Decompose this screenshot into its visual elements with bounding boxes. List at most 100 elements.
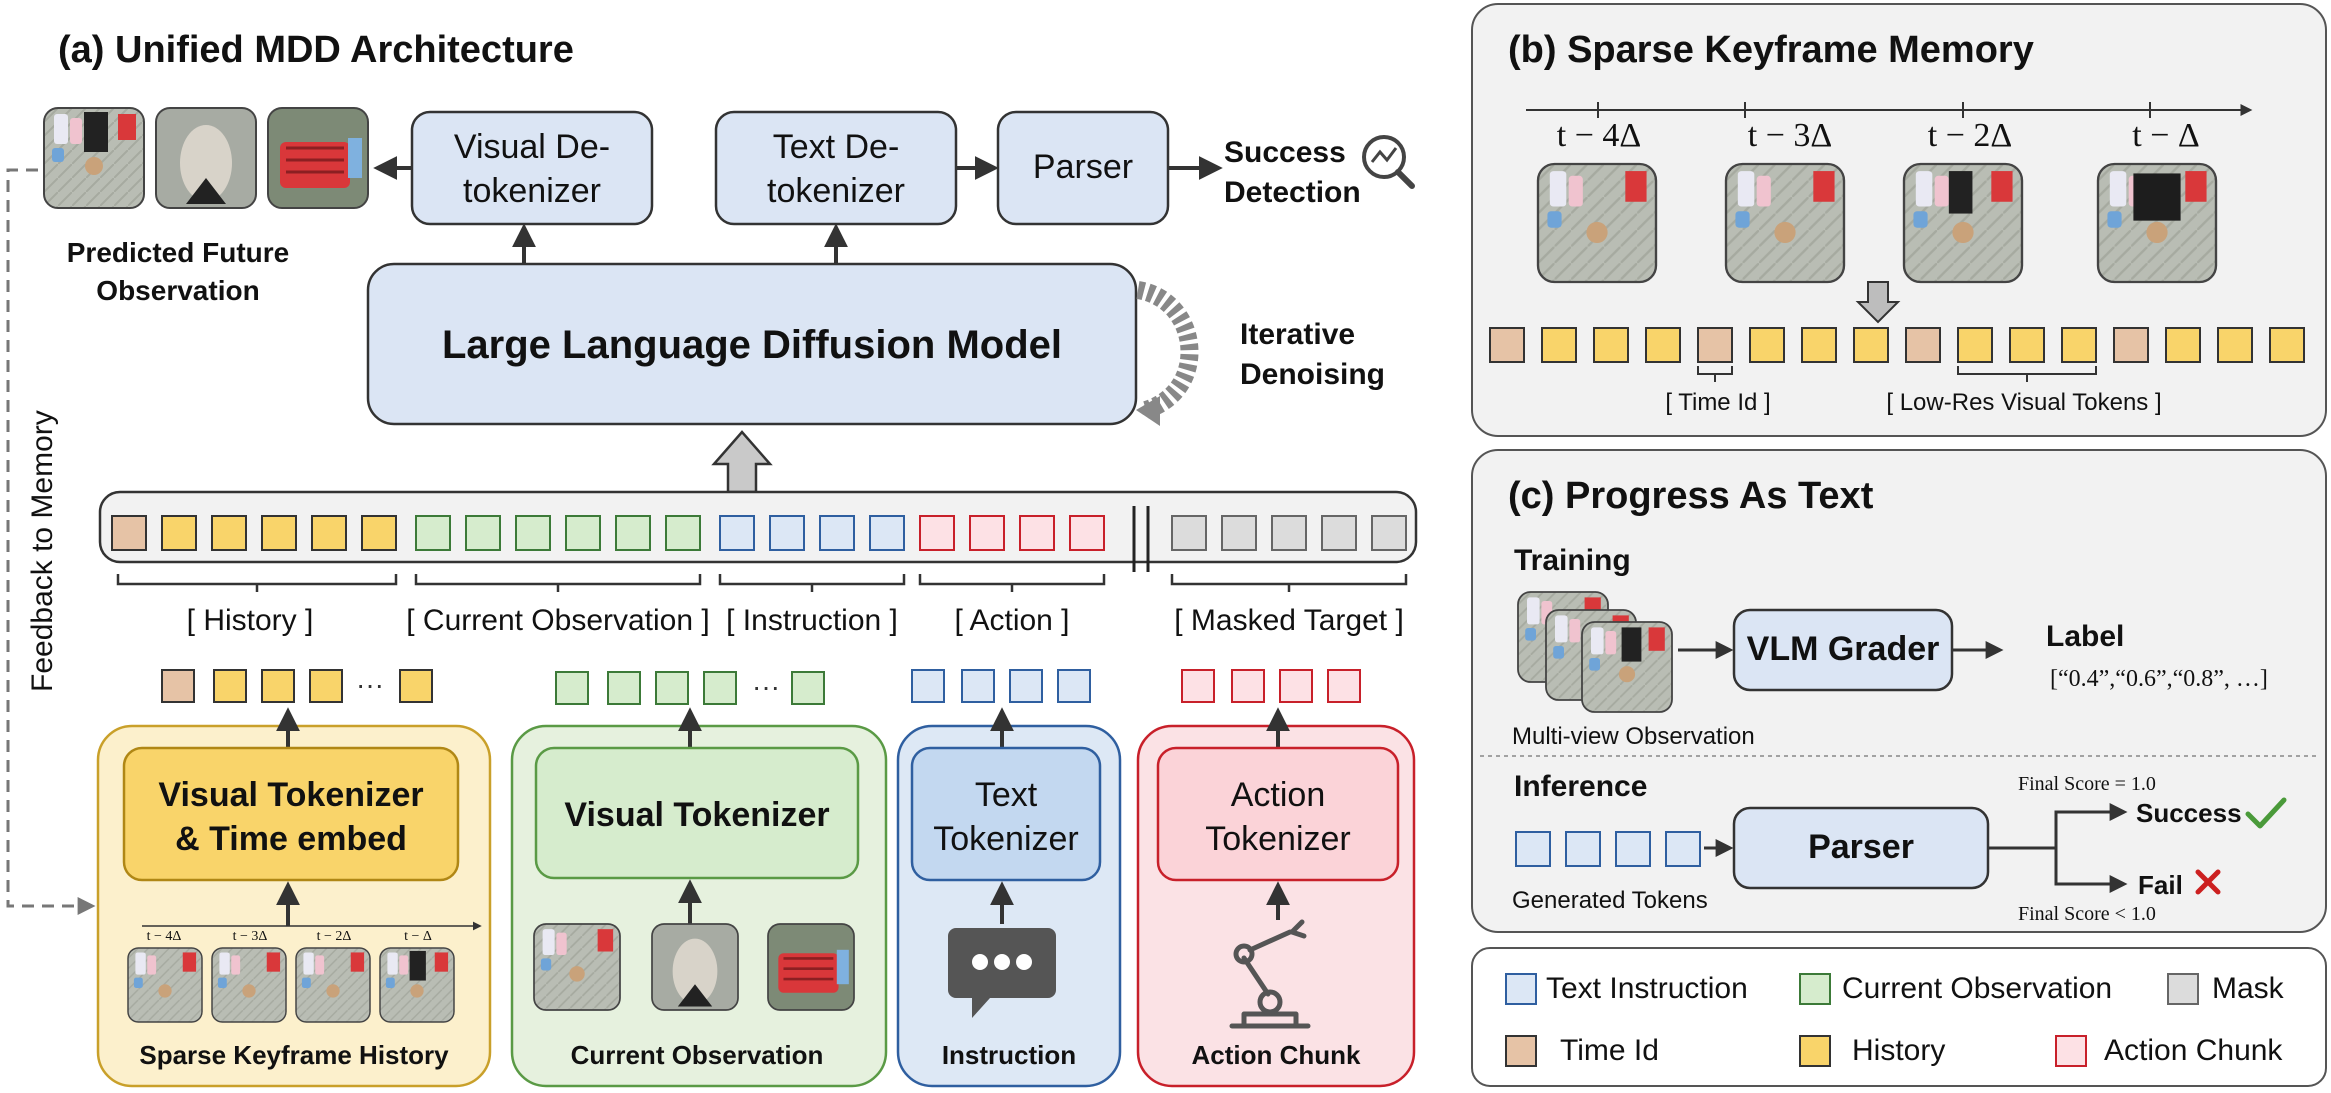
inference-label: Inference <box>1514 770 1647 803</box>
action-token-row <box>1181 669 1361 703</box>
legend-swatch-text-instruction <box>1505 973 1537 1005</box>
text-detokenizer-line1: Text De- <box>773 128 900 166</box>
seq-token-mask <box>1221 515 1257 551</box>
fail-text: Fail <box>2138 870 2183 900</box>
seq-token-action <box>969 515 1005 551</box>
check-icon <box>2245 797 2287 829</box>
multiview-thumbnails <box>1517 591 1673 713</box>
parser-fork <box>1988 810 2120 886</box>
speech-bubble-icon <box>948 928 1056 1018</box>
seq-token-instruction <box>819 515 855 551</box>
panel-b <box>1471 3 2327 437</box>
history-ellipsis: ··· <box>356 669 384 700</box>
legend-panel <box>1471 947 2327 1087</box>
magnifier-chart-icon <box>1362 135 1415 189</box>
seq-token-instruction <box>869 515 905 551</box>
red-module-line2: Tokenizer <box>1205 820 1351 858</box>
visual-tokenizer-time-node <box>122 746 460 882</box>
current-observation-thumbnails <box>533 923 855 1011</box>
label-action: [ Action ] <box>954 604 1069 637</box>
visual-tokenizer-node <box>534 746 860 880</box>
panel-c-title: (c) Progress As Text <box>1508 475 1874 517</box>
keyframe-thumbnails <box>1536 162 2218 284</box>
legend-text-instruction: Text Instruction <box>1546 972 1748 1005</box>
yellow-module-line2: & Time embed <box>175 820 407 858</box>
legend-swatch-time-id <box>1505 1035 1537 1067</box>
seq-token-history <box>361 515 397 551</box>
label-values: [“0.4”,“0.6”,“0.8”, …] <box>2050 666 2268 692</box>
legend-history: History <box>1852 1034 1945 1067</box>
keyframe-down-arrow <box>1855 281 1901 324</box>
history-thumbnails <box>127 947 455 1023</box>
success-text: Success <box>2136 798 2242 828</box>
token-sequence-bar <box>98 490 1418 564</box>
action-tokenizer-node <box>1156 746 1400 882</box>
green-module-caption: Current Observation <box>571 1040 824 1070</box>
predicted-thumb-3 <box>267 107 369 209</box>
seq-token-action <box>1069 515 1105 551</box>
seq-token-mask <box>1371 515 1407 551</box>
final-score-eq: Final Score = 1.0 <box>2018 773 2156 795</box>
llm-label: Large Language Diffusion Model <box>442 323 1062 367</box>
blue-module-line2: Tokenizer <box>933 820 1079 858</box>
low-res-bracket <box>1957 366 2097 382</box>
label-current-observation: [ Current Observation ] <box>406 604 709 637</box>
seq-token-mask <box>1321 515 1357 551</box>
sequence-tokens <box>111 506 1407 572</box>
instruction-token-row <box>911 669 1091 703</box>
sequence-brackets <box>116 574 1408 592</box>
blue-module-caption: Instruction <box>942 1040 1076 1070</box>
success-detection-line1: Success <box>1224 136 1346 169</box>
predicted-thumb-1 <box>43 107 145 209</box>
keyframe-time-3: t − 2Δ <box>1928 117 2013 154</box>
legend-swatch-history <box>1799 1035 1831 1067</box>
predicted-label-line1: Predicted Future <box>67 237 289 268</box>
seq-token-mask <box>1171 515 1207 551</box>
seq-token-time-id <box>111 515 147 551</box>
history-time-1: t − 4Δ <box>147 929 182 944</box>
final-score-lt: Final Score < 1.0 <box>2018 903 2156 925</box>
iterative-line2: Denoising <box>1240 358 1385 391</box>
time-id-label: [ Time Id ] <box>1665 389 1770 416</box>
seq-token-observation <box>665 515 701 551</box>
iterative-line1: Iterative <box>1240 318 1355 351</box>
time-id-bracket <box>1697 366 1733 382</box>
bracket-observation <box>414 574 702 592</box>
panel-a-title: (a) Unified MDD Architecture <box>58 29 574 71</box>
seq-token-history <box>161 515 197 551</box>
label-instruction: [ Instruction ] <box>726 604 898 637</box>
multiview-label: Multi-view Observation <box>1512 723 1755 750</box>
keyframe-time-1: t − 4Δ <box>1557 117 1642 154</box>
keyframe-time-2: t − 3Δ <box>1748 117 1833 154</box>
generated-token-row <box>1515 831 1701 867</box>
seq-token-history <box>311 515 347 551</box>
bracket-masked <box>1170 574 1408 592</box>
label-history: [ History ] <box>187 604 314 637</box>
seq-token-mask <box>1271 515 1307 551</box>
blue-module-line1: Text <box>975 776 1038 814</box>
history-token-row: ··· <box>161 669 433 703</box>
feedback-to-memory-path <box>6 168 96 915</box>
low-res-label: [ Low-Res Visual Tokens ] <box>1886 389 2161 416</box>
seq-token-observation <box>615 515 651 551</box>
seq-token-history <box>261 515 297 551</box>
success-detection-line2: Detection <box>1224 176 1361 209</box>
llm-node <box>366 262 1138 426</box>
seq-token-action <box>1019 515 1055 551</box>
robot-arm-icon <box>1229 919 1311 1029</box>
green-module-title: Visual Tokenizer <box>564 796 829 834</box>
seq-token-observation <box>565 515 601 551</box>
legend-time-id: Time Id <box>1560 1034 1659 1067</box>
seq-token-action <box>919 515 955 551</box>
seq-token-instruction <box>719 515 755 551</box>
seq-token-observation <box>515 515 551 551</box>
predicted-label-line2: Observation <box>96 275 259 306</box>
visual-detokenizer-line1: Visual De- <box>454 128 610 166</box>
legend-swatch-action-chunk <box>2055 1035 2087 1067</box>
history-time-4: t − Δ <box>404 929 432 944</box>
bracket-instruction <box>718 574 906 592</box>
bracket-history <box>116 574 398 592</box>
legend-action-chunk: Action Chunk <box>2104 1034 2283 1067</box>
block-arrow-into-llm <box>711 430 773 494</box>
